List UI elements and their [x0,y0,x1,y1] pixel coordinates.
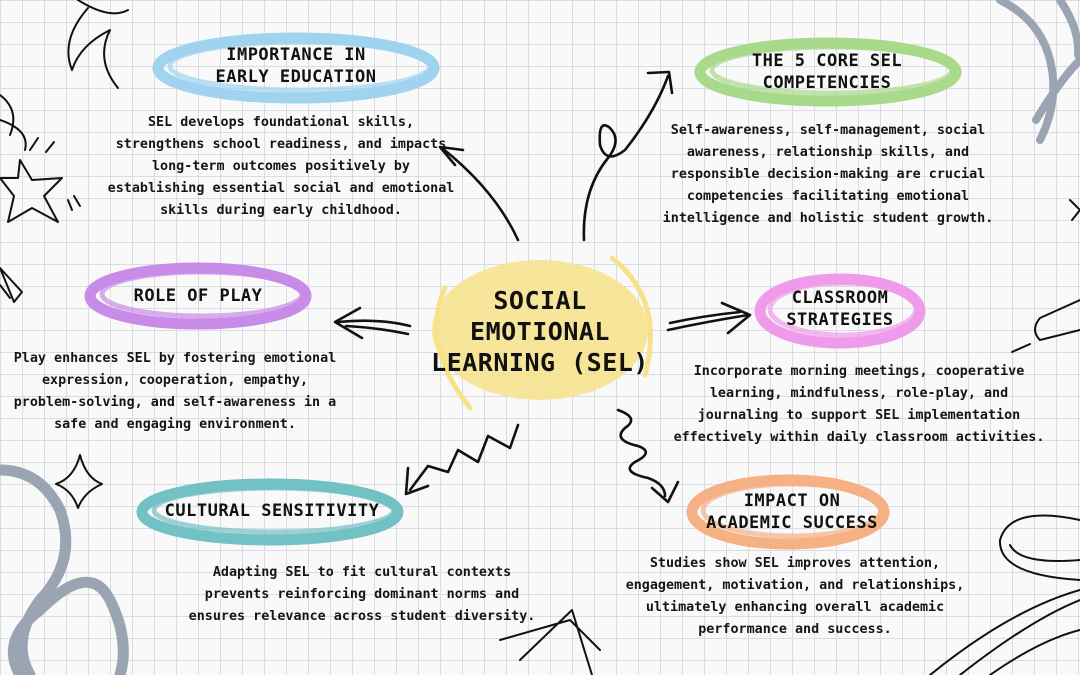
doodle-dash-2 [67,195,81,211]
doodle-loop-topleft [67,0,129,89]
oval-core [694,37,962,107]
oval-strategies-2 [767,280,919,338]
body-classroom-strategies: Incorporate morning meetings, cooperativ… [664,361,1054,449]
title-strategies-line-1: CLASSROOM [791,288,889,308]
oval-strategies [754,273,926,349]
center-highlight [432,255,653,411]
oval-importance-2 [167,39,433,93]
body-importance-line-1: SEL develops foundational skills, [147,115,415,130]
center-stroke-right [609,255,653,378]
title-cultural-sensitivity: CULTURAL SENSITIVITY [152,500,392,522]
doodle-gray-topright-1 [996,0,1058,144]
title-cultural-line-1: CULTURAL SENSITIVITY [164,501,380,521]
doodle-gray-loop-left [0,464,129,675]
body-importance-line-3: long-term outcomes positively by [152,159,410,174]
body-core-line-4: competencies facilitating emotional [686,189,970,204]
body-strategies-line-1: Incorporate morning meetings, cooperativ… [693,364,1025,379]
body-core-competencies: Self-awareness, self-management, social … [640,120,1016,230]
doodle-pen-right [1011,299,1080,353]
oval-play [84,262,312,330]
highlight-ovals [84,32,962,550]
body-play-line-3: problem-solving, and self-awareness in a [13,395,337,410]
title-classroom-strategies: CLASSROOM STRATEGIES [760,287,920,331]
body-academic-success: Studies show SEL improves attention, eng… [612,553,978,641]
doodle-gray-topright-2 [1032,0,1080,124]
body-core-line-1: Self-awareness, self-management, social [670,123,986,138]
arrowhead-academic [650,480,680,504]
body-role-of-play: Play enhances SEL by fostering emotional… [0,348,350,436]
arrow-to-play [336,319,412,328]
oval-play-2 [99,269,305,319]
arrowhead-importance [438,145,465,167]
body-play-line-1: Play enhances SEL by fostering emotional [13,351,337,366]
body-importance-line-4: establishing essential social and emotio… [107,181,455,196]
arrowhead-play [333,306,364,340]
body-play-line-2: expression, cooperation, empathy, [41,373,309,388]
title-importance-line-1: IMPORTANCE IN [226,45,366,65]
body-importance: SEL develops foundational skills, streng… [76,112,486,222]
arrow-to-play-2 [344,324,410,336]
doodle-swirl-left [0,94,27,151]
body-importance-line-2: strengthens school readiness, and impact… [115,137,447,152]
body-core-line-2: awareness, relationship skills, and [686,145,970,160]
center-topic: SOCIAL EMOTIONAL LEARNING (SEL) [430,285,650,378]
title-academic-success: IMPACT ON ACADEMIC SUCCESS [700,490,884,534]
oval-core-2 [709,44,955,96]
arrow-to-strategies [666,313,750,332]
arrowhead-core [646,70,674,95]
body-importance-line-5: skills during early childhood. [160,203,402,218]
body-cultural-line-1: Adapting SEL to fit cultural contexts [212,565,512,580]
body-strategies-line-2: learning, mindfulness, role-play, and [709,386,1009,401]
center-line-2: EMOTIONAL [470,317,610,346]
body-core-line-5: intelligence and holistic student growth… [662,211,994,226]
doodle-pencil-left [0,267,23,303]
body-academic-line-2: engagement, motivation, and relationship… [625,578,965,593]
star-icon-left [0,159,63,223]
body-core-line-3: responsible decision-making are crucial [670,167,986,182]
body-strategies-line-4: effectively within daily classroom activ… [673,430,1045,445]
doodle-corner-right [1069,199,1080,221]
arrow-to-core [582,74,670,242]
title-strategies-line-2: STRATEGIES [786,310,894,330]
body-academic-line-3: ultimately enhancing overall academic [645,600,945,615]
arrow-to-cultural [408,423,520,492]
arrow-to-academic [616,408,667,498]
body-cultural-line-3: ensures relevance across student diversi… [188,609,536,624]
doodle-triangle-bottom [499,609,601,675]
oval-academic-2 [700,481,884,539]
center-line-3: LEARNING (SEL) [431,348,649,377]
title-play-line-1: ROLE OF PLAY [133,286,263,306]
arrow-to-strategies-2 [668,310,742,325]
center-stroke-left [434,285,473,411]
body-cultural-sensitivity: Adapting SEL to fit cultural contexts pr… [180,562,544,628]
title-academic-line-1: IMPACT ON [743,491,841,511]
doodle-swoosh-bottomright [929,514,1080,675]
body-strategies-line-3: journaling to support SEL implementation [697,408,1021,423]
arrowhead-cultural [404,466,430,496]
center-blob [432,260,648,400]
title-core-line-2: COMPETENCIES [762,73,892,93]
body-academic-line-1: Studies show SEL improves attention, [649,556,941,571]
title-core-line-1: THE 5 CORE SEL [751,51,903,71]
arrowhead-strategies [720,301,752,335]
connector-arrows [333,70,752,504]
center-line-1: SOCIAL [493,286,587,315]
body-play-line-4: safe and engaging environment. [54,417,296,432]
oval-cultural-2 [151,485,397,535]
body-academic-line-4: performance and success. [698,622,892,637]
arrow-to-importance [440,146,520,242]
title-academic-line-2: ACADEMIC SUCCESS [706,513,878,533]
oval-cultural [136,478,404,546]
oval-importance [152,32,440,104]
title-role-of-play: ROLE OF PLAY [98,285,298,307]
oval-academic [686,474,890,550]
doodle-dash-1 [29,137,55,153]
sparkle-icon-left [55,454,103,509]
body-cultural-line-2: prevents reinforcing dominant norms and [204,587,520,602]
title-core-competencies: THE 5 CORE SEL COMPETENCIES [712,50,942,94]
title-importance: IMPORTANCE IN EARLY EDUCATION [176,44,416,88]
title-importance-line-2: EARLY EDUCATION [215,67,377,87]
